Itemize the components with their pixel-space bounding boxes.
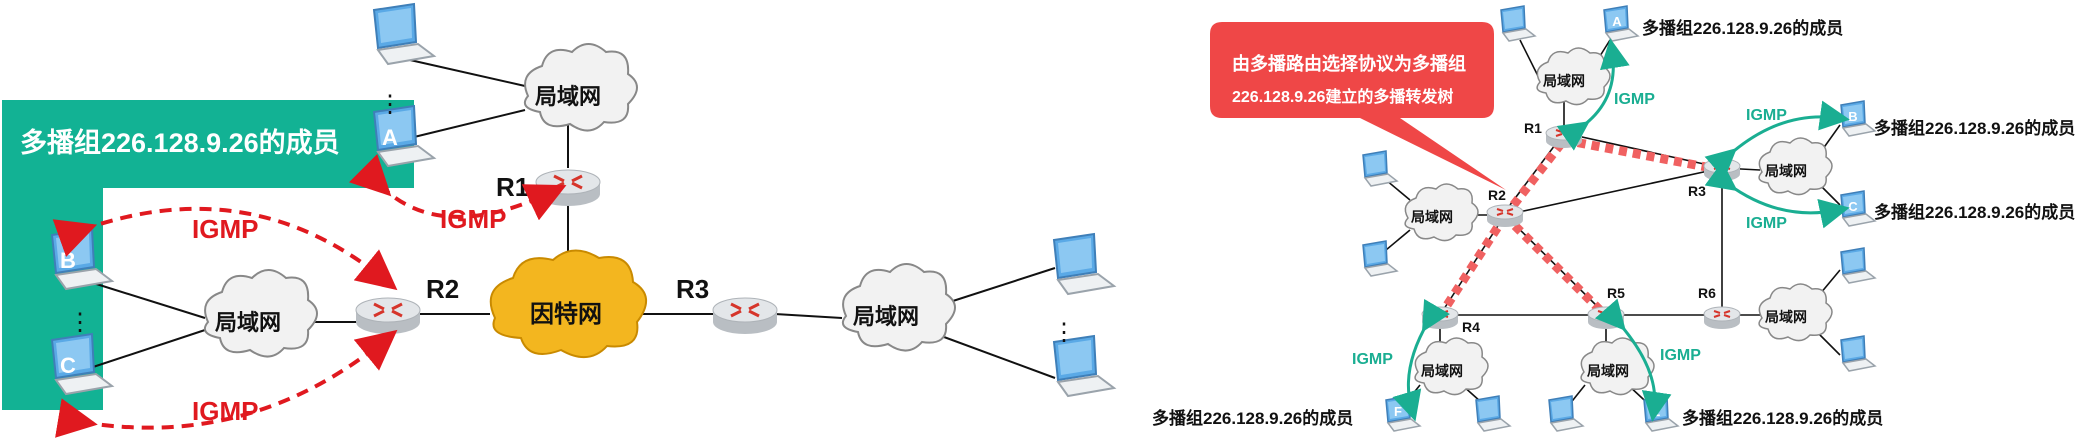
igmp-label-b: IGMP: [192, 214, 258, 244]
r-laptop-r1-left: [1500, 5, 1536, 42]
r3-label: R3: [676, 274, 709, 304]
ellipsis-left: ⋮: [68, 309, 92, 336]
r-member-f: 多播组226.128.9.26的成员: [1152, 408, 1353, 428]
r-igmp-e: IGMP: [1660, 347, 1701, 364]
r-igmp-f: IGMP: [1352, 351, 1393, 368]
r-laptop-r4-right: [1475, 395, 1511, 432]
r-igmp-b: IGMP: [1746, 107, 1787, 124]
lan-cloud-top: 局域网: [524, 43, 638, 132]
r-igmp-a: IGMP: [1614, 91, 1655, 108]
laptop-right-top: [1053, 233, 1115, 295]
r-r4-label: R4: [1462, 319, 1480, 335]
lan-right-label: 局域网: [853, 304, 919, 329]
router-r2: [354, 296, 422, 336]
lan-cloud-right: 局域网: [842, 263, 956, 352]
host-a-label: A: [382, 125, 398, 150]
router-r3: [711, 296, 779, 336]
member-region: [2, 100, 414, 410]
laptop-top: [373, 3, 435, 65]
r-laptop-r2-top: [1362, 150, 1398, 187]
host-b-label: B: [60, 248, 76, 273]
internet-label: 因特网: [530, 301, 602, 328]
igmp-arrows-left: [52, 153, 567, 438]
r-r1-label: R1: [1524, 120, 1542, 136]
r-host-c: C: [1848, 199, 1858, 214]
lan-left-label: 局域网: [215, 310, 281, 335]
igmp-label-c: IGMP: [192, 396, 258, 426]
r-lan-r3-label: 局域网: [1765, 163, 1807, 179]
r-r6-label: R6: [1698, 285, 1716, 301]
r-host-f: F: [1394, 404, 1402, 419]
r-laptop-e: [1643, 395, 1679, 432]
r-laptop-b: [1840, 100, 1876, 137]
r-laptop-f: [1385, 395, 1421, 432]
r-member-b: 多播组226.128.9.26的成员: [1874, 118, 2075, 138]
r-router-r2: [1486, 204, 1524, 228]
ellipsis-right: ⋮: [1052, 319, 1076, 346]
r-laptop-c: [1840, 190, 1876, 227]
r-lan-r4: 局域网: [1414, 337, 1489, 396]
callout-bubble: 由多播路由选择协议为多播组 226.128.9.26建立的多播转发树: [1210, 22, 1506, 190]
lan-top-label: 局域网: [535, 84, 601, 109]
r-router-r5: [1587, 306, 1625, 330]
r-router-r3: [1703, 158, 1741, 182]
r-router-r1: [1545, 125, 1583, 149]
r-lan-r5: 局域网: [1580, 337, 1655, 396]
callout-line1: 由多播路由选择协议为多播组: [1232, 53, 1466, 74]
router-r1: [534, 168, 602, 208]
r-lan-r4-label: 局域网: [1421, 363, 1463, 379]
host-c-label: C: [60, 353, 76, 378]
r-laptop-r6-bottom: [1840, 335, 1876, 372]
r2-label: R2: [426, 274, 459, 304]
r-igmp-c: IGMP: [1746, 215, 1787, 232]
r-laptop-r5-left: [1548, 395, 1584, 432]
ellipsis-top: ⋮: [378, 91, 402, 118]
r-lan-r1-label: 局域网: [1543, 73, 1585, 89]
r-member-e: 多播组226.128.9.26的成员: [1682, 408, 1883, 428]
r-host-a: A: [1612, 14, 1622, 29]
r-member-a: 多播组226.128.9.26的成员: [1642, 18, 1843, 38]
r-lan-r5-label: 局域网: [1587, 363, 1629, 379]
r1-label: R1: [496, 172, 529, 202]
r-laptop-r2-bottom: [1362, 240, 1398, 277]
callout-line2: 226.128.9.26建立的多播转发树: [1232, 87, 1453, 106]
r-member-c: 多播组226.128.9.26的成员: [1874, 202, 2075, 222]
r-lan-r6: 局域网: [1758, 283, 1833, 342]
r-lan-r2: 局域网: [1404, 183, 1479, 242]
r-r3-label: R3: [1688, 183, 1706, 199]
r-r5-label: R5: [1607, 285, 1625, 301]
r-host-b: B: [1848, 109, 1857, 124]
lan-cloud-left: 局域网: [204, 269, 318, 358]
r-lan-r6-label: 局域网: [1765, 309, 1807, 325]
r-r2-label: R2: [1488, 187, 1506, 203]
igmp-label-r1: IGMP: [440, 204, 506, 234]
r-lan-r1: 局域网: [1536, 47, 1611, 106]
internet-cloud: 因特网: [489, 249, 647, 358]
member-group-label: 多播组226.128.9.26的成员: [20, 127, 340, 158]
r-lan-r2-label: 局域网: [1411, 209, 1453, 225]
r-laptop-r6-top: [1840, 247, 1876, 284]
r-lan-r3: 局域网: [1758, 137, 1833, 196]
igmp-arrows-right: [1392, 38, 1850, 422]
multicast-tree: [1436, 135, 1723, 320]
r-router-r6: [1703, 306, 1741, 330]
